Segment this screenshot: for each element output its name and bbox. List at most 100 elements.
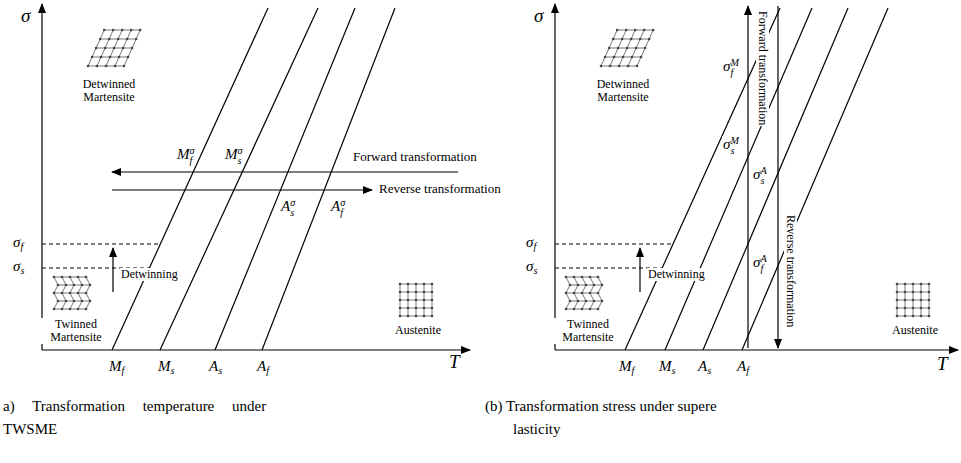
stress-label: σMf bbox=[722, 58, 740, 77]
lattice-line bbox=[88, 57, 92, 66]
lattice-atom bbox=[581, 292, 584, 295]
superscript: A bbox=[760, 254, 766, 264]
lattice-atom bbox=[77, 276, 80, 279]
tick-label: Ms bbox=[658, 358, 676, 376]
lattice-line bbox=[622, 39, 631, 40]
detwinning-arrow bbox=[639, 248, 640, 292]
superscript: M bbox=[730, 136, 739, 146]
lattice-line bbox=[54, 301, 58, 309]
lattice-line bbox=[636, 39, 640, 48]
lattice-atom bbox=[644, 47, 647, 50]
phase-line bbox=[703, 8, 848, 350]
lattice-atom bbox=[415, 283, 418, 286]
phase-name: Detwinned Martensite bbox=[580, 78, 666, 104]
lattice-atom bbox=[912, 299, 915, 302]
phase-name: Twinned Martensite bbox=[38, 318, 114, 344]
stress-level: σf bbox=[525, 234, 537, 252]
tick-label: Af bbox=[256, 358, 270, 376]
lattice-line bbox=[136, 30, 140, 39]
lattice-atom bbox=[928, 299, 931, 302]
lattice-atom bbox=[109, 56, 112, 59]
lattice-line bbox=[614, 57, 623, 58]
caption-text: a) Transformation temperature under bbox=[2, 398, 267, 415]
lattice-atom bbox=[69, 292, 72, 295]
sigma-axis bbox=[554, 4, 555, 350]
lattice-atom bbox=[89, 300, 92, 303]
subscript: f bbox=[340, 208, 345, 218]
lattice-line bbox=[649, 30, 653, 39]
lattice-line bbox=[70, 277, 74, 285]
lattice-atom bbox=[126, 38, 129, 41]
lattice-line bbox=[62, 293, 66, 301]
lattice-atom bbox=[415, 291, 418, 294]
lattice-atom bbox=[89, 284, 92, 287]
lattice-atom bbox=[573, 308, 576, 311]
lattice-atom bbox=[612, 38, 615, 41]
lattice-line bbox=[632, 57, 641, 58]
temperature-label: Mσs bbox=[224, 146, 244, 165]
lattice-atom bbox=[399, 291, 402, 294]
lattice-line bbox=[114, 39, 118, 48]
lattice-atom bbox=[69, 276, 72, 279]
forward-arrow bbox=[112, 171, 458, 172]
lattice-atom bbox=[581, 308, 584, 311]
lattice-atom bbox=[622, 56, 625, 59]
lattice-atom bbox=[130, 29, 133, 32]
phase-name: Austenite bbox=[891, 324, 939, 337]
superscript: σ bbox=[238, 146, 243, 156]
superscript: A bbox=[760, 166, 766, 176]
lattice-atom bbox=[65, 284, 68, 287]
lattice-atom bbox=[113, 47, 116, 50]
lattice-line bbox=[613, 39, 622, 40]
lattice-atom bbox=[573, 292, 576, 295]
lattice-atom bbox=[621, 38, 624, 41]
axis-label: T bbox=[936, 354, 949, 375]
lattice-atom bbox=[604, 56, 607, 59]
subscript: f bbox=[730, 68, 739, 78]
lattice-atom bbox=[904, 291, 907, 294]
lattice-atom bbox=[616, 29, 619, 32]
lattice-line bbox=[96, 39, 100, 48]
tick-label: Af bbox=[736, 358, 750, 376]
lattice-atom bbox=[95, 47, 98, 50]
lattice-atom bbox=[593, 284, 596, 287]
lattice-atom bbox=[77, 308, 80, 311]
lattice-atom bbox=[635, 47, 638, 50]
subscript: s bbox=[20, 265, 24, 276]
lattice-atom bbox=[912, 315, 915, 318]
lattice-atom bbox=[904, 307, 907, 310]
lattice-line bbox=[628, 57, 632, 66]
lattice-line bbox=[627, 39, 631, 48]
lattice-line bbox=[640, 39, 649, 40]
lattice-atom bbox=[577, 284, 580, 287]
lattice-line bbox=[62, 277, 66, 285]
lattice-atom bbox=[399, 307, 402, 310]
lattice-atom bbox=[904, 315, 907, 318]
lattice-atom bbox=[569, 300, 572, 303]
lattice-atom bbox=[87, 65, 90, 68]
lattice-line bbox=[618, 39, 622, 48]
lattice-atom bbox=[85, 308, 88, 311]
lattice-line bbox=[131, 30, 140, 31]
lattice-atom bbox=[639, 38, 642, 41]
lattice-line bbox=[119, 57, 128, 58]
lattice-line bbox=[574, 301, 578, 309]
lattice-atom bbox=[597, 292, 600, 295]
lattice-atom bbox=[634, 29, 637, 32]
subscript: f bbox=[746, 365, 749, 376]
lattice-line bbox=[590, 301, 594, 309]
lattice-line bbox=[92, 57, 101, 58]
lattice-atom bbox=[896, 307, 899, 310]
lattice-atom bbox=[625, 29, 628, 32]
lattice-atom bbox=[100, 56, 103, 59]
lattice-line bbox=[97, 57, 101, 66]
lattice-line bbox=[619, 57, 623, 66]
phase-line bbox=[665, 8, 812, 350]
lattice-atom bbox=[423, 291, 426, 294]
lattice-atom bbox=[91, 56, 94, 59]
tick-label: As bbox=[697, 358, 712, 376]
lattice-atom bbox=[920, 299, 923, 302]
lattice-line bbox=[114, 48, 123, 49]
lattice-atom bbox=[597, 276, 600, 279]
